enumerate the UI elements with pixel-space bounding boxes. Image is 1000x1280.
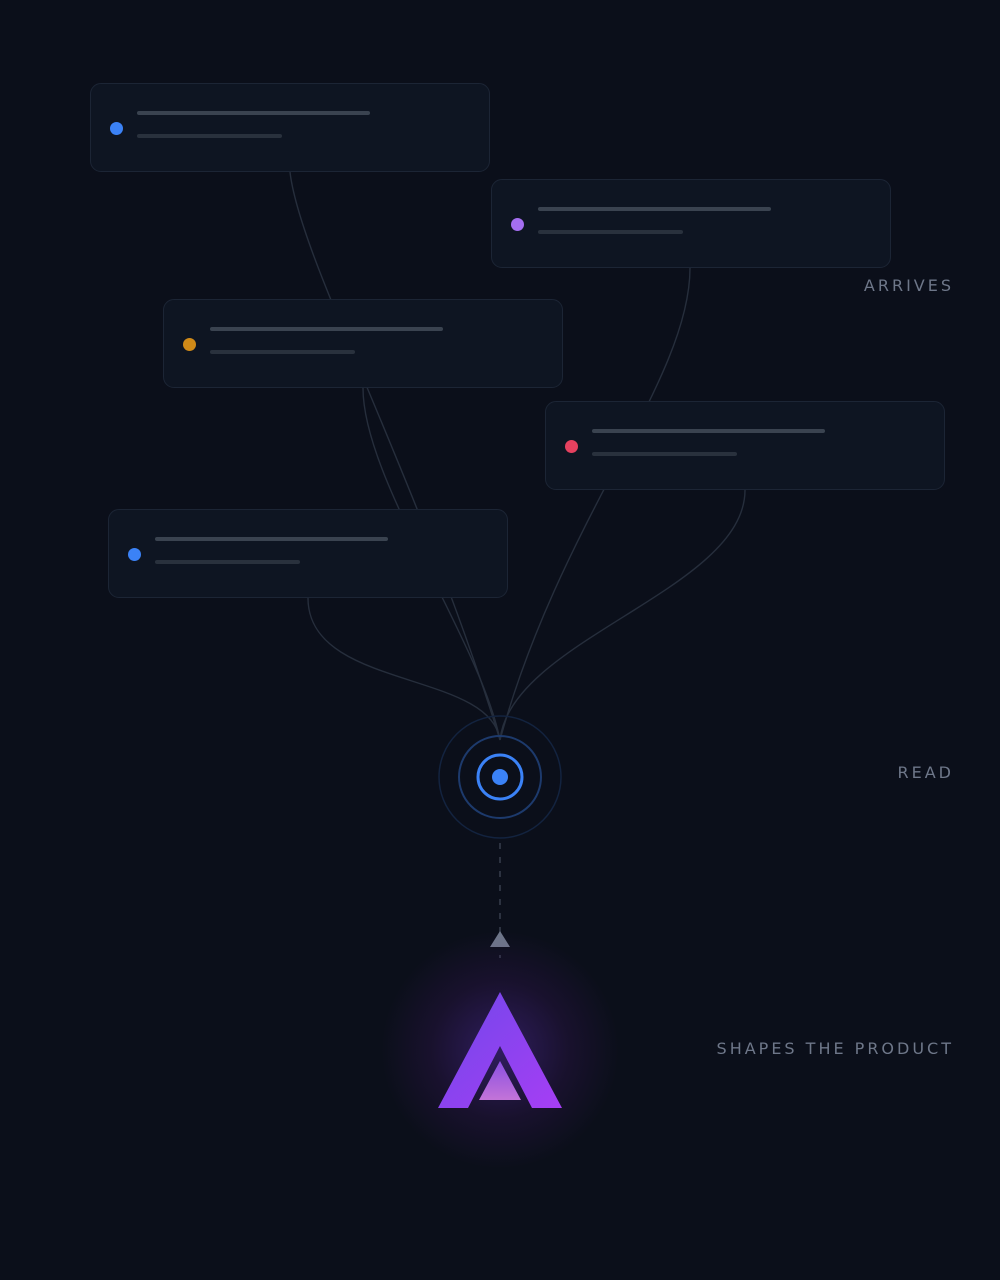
feedback-card [545,401,945,490]
status-dot [511,218,524,231]
placeholder-line [155,560,300,564]
placeholder-line [210,350,355,354]
placeholder-line [538,230,683,234]
placeholder-line [592,429,825,433]
status-dot [183,338,196,351]
feedback-card [163,299,563,388]
placeholder-line [538,207,771,211]
feedback-card [491,179,891,268]
stage-label-read: READ [897,763,954,782]
placeholder-line [592,452,737,456]
logo-glow [380,930,620,1170]
arrow-up-icon [490,931,510,947]
connector-line [289,171,501,741]
placeholder-line [137,134,282,138]
status-dot [128,548,141,561]
status-dot [565,440,578,453]
target-icon [438,715,562,839]
stage-label-shapes: SHAPES THE PRODUCT [716,1039,954,1058]
feedback-card [90,83,490,172]
placeholder-line [137,111,370,115]
placeholder-line [210,327,443,331]
stage-label-arrives: ARRIVES [863,276,954,295]
status-dot [110,122,123,135]
connector-line [499,489,746,741]
feedback-card [108,509,508,598]
placeholder-line [155,537,388,541]
